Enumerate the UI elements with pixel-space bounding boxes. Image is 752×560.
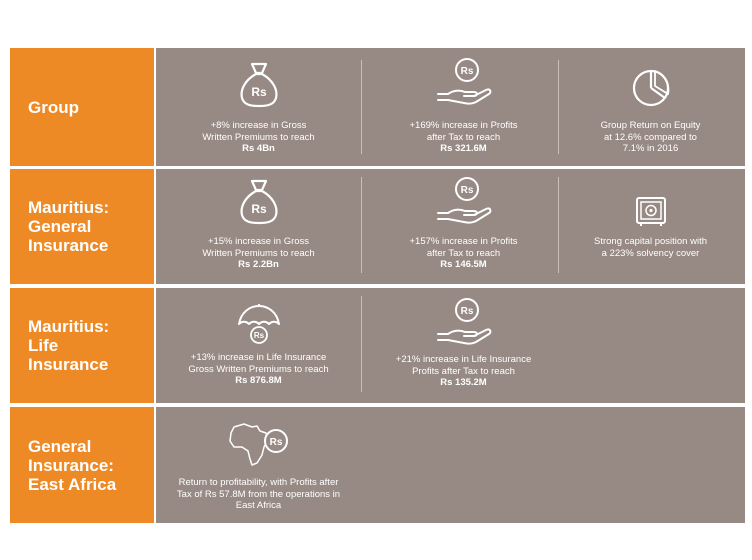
- stat-life-profits-after-tax: Rs +21% increase in Life Insurance Profi…: [366, 288, 561, 403]
- stat-line-1: Group Return on Equity: [600, 120, 701, 131]
- column-divider: [558, 60, 559, 154]
- row-panel: Rs +8% increase in Gross Written Premium…: [156, 48, 745, 166]
- stat-line-1: +169% increase in Profits: [409, 120, 518, 131]
- stat-line-2: after Tax to reach: [426, 247, 501, 259]
- stat-east-africa-profitability: Rs Return to profitability, with Profits…: [161, 407, 356, 523]
- stat-line-2: Gross Written Premiums to reach: [188, 363, 329, 375]
- stat-life-gross-premiums: Rs +13% increase in Life Insurance Gross…: [161, 288, 356, 403]
- hand-coin-rupee-icon: Rs: [436, 177, 491, 224]
- hand-coin-rupee-icon: Rs: [436, 58, 491, 105]
- svg-text:Rs: Rs: [253, 331, 264, 340]
- row-label-line: Life: [28, 336, 59, 355]
- row-label-line: East Africa: [28, 474, 117, 494]
- svg-text:Rs: Rs: [269, 437, 282, 448]
- column-divider: [361, 296, 362, 392]
- row-label-line: Insurance: [28, 236, 109, 255]
- stat-line-2: after Tax to reach: [426, 131, 501, 143]
- row-label-line: General: [28, 217, 92, 236]
- row-label-line: Mauritius:: [28, 317, 110, 336]
- row-label-line: Insurance: [28, 355, 109, 374]
- row-label-mauritius-general: Mauritius: General Insurance: [10, 169, 154, 284]
- stat-line-1: +15% increase in Gross: [207, 236, 310, 247]
- stat-value: Rs 876.8M: [235, 375, 282, 386]
- stat-line-2: at 12.6% compared to: [604, 131, 697, 143]
- column-divider: [361, 60, 362, 154]
- column-divider: [361, 177, 362, 273]
- stat-line-3: East Africa: [235, 500, 282, 511]
- stat-line-1: +157% increase in Profits: [409, 236, 518, 247]
- stat-line-2: Written Premiums to reach: [202, 131, 315, 143]
- stat-solvency-cover: Strong capital position with a 223% solv…: [553, 169, 748, 284]
- row-label-mauritius-life: Mauritius: Life Insurance: [10, 288, 154, 403]
- stat-line-1: +21% increase in Life Insurance: [395, 354, 532, 365]
- stat-line-3: 7.1% in 2016: [622, 143, 679, 154]
- svg-text:Rs: Rs: [251, 202, 267, 216]
- stat-gross-premiums: Rs +8% increase in Gross Written Premium…: [161, 48, 356, 166]
- column-divider: [558, 177, 559, 273]
- stat-value: Rs 4Bn: [242, 143, 275, 154]
- svg-text:Rs: Rs: [460, 306, 473, 317]
- row-label-east-africa: General Insurance: East Africa: [10, 407, 154, 523]
- money-bag-rupee-icon: Rs: [239, 179, 278, 225]
- row-label-line: General: [28, 436, 92, 456]
- svg-text:Rs: Rs: [460, 185, 473, 196]
- row-label-line: Insurance:: [28, 455, 114, 475]
- stat-value: Rs 146.5M: [440, 259, 487, 270]
- safe-icon: [635, 197, 666, 226]
- svg-text:Rs: Rs: [460, 66, 473, 77]
- stat-profits-after-tax: Rs +157% increase in Profits after Tax t…: [366, 169, 561, 284]
- stat-line-1: +8% increase in Gross: [210, 120, 307, 131]
- stat-line-1: +13% increase in Life Insurance: [190, 352, 327, 363]
- africa-map-rupee-icon: Rs: [228, 423, 288, 466]
- row-label-group: Group: [10, 48, 154, 166]
- row-panel: Rs Return to profitability, with Profits…: [156, 407, 745, 523]
- stat-line-2: Written Premiums to reach: [202, 247, 315, 259]
- row-mauritius-life-insurance: Mauritius: Life Insurance Rs +13% increa…: [10, 288, 745, 403]
- stat-line-2: Tax of Rs 57.8M from the operations in: [176, 488, 341, 500]
- row-panel: Rs +13% increase in Life Insurance Gross…: [156, 288, 745, 403]
- row-mauritius-general-insurance: Mauritius: General Insurance Rs +15% inc…: [10, 169, 745, 284]
- hand-coin-rupee-icon: Rs: [436, 298, 491, 345]
- row-label-line: Group: [28, 97, 79, 117]
- stat-value: Rs 2.2Bn: [238, 259, 279, 270]
- stat-line-1: Strong capital position with: [593, 236, 707, 247]
- stat-gross-premiums: Rs +15% increase in Gross Written Premiu…: [161, 169, 356, 284]
- stat-value: Rs 321.6M: [440, 143, 487, 154]
- row-label-line: Mauritius:: [28, 198, 110, 217]
- pie-chart-icon: [632, 69, 669, 107]
- stat-return-on-equity: Group Return on Equity at 12.6% compared…: [553, 48, 748, 166]
- row-group: Group Rs +8% increase in Gross Written P…: [10, 48, 745, 166]
- row-panel: Rs +15% increase in Gross Written Premiu…: [156, 169, 745, 284]
- svg-text:Rs: Rs: [251, 85, 267, 99]
- stat-line-2: a 223% solvency cover: [601, 247, 700, 259]
- stat-profits-after-tax: Rs +169% increase in Profits after Tax t…: [366, 48, 561, 166]
- stat-line-1: Return to profitability, with Profits af…: [178, 477, 339, 488]
- money-bag-rupee-icon: Rs: [239, 62, 278, 108]
- stat-value: Rs 135.2M: [440, 377, 487, 388]
- stat-line-2: Profits after Tax to reach: [412, 365, 515, 377]
- umbrella-rupee-icon: Rs: [237, 304, 280, 344]
- row-general-insurance-east-africa: General Insurance: East Africa Rs Return…: [10, 407, 745, 523]
